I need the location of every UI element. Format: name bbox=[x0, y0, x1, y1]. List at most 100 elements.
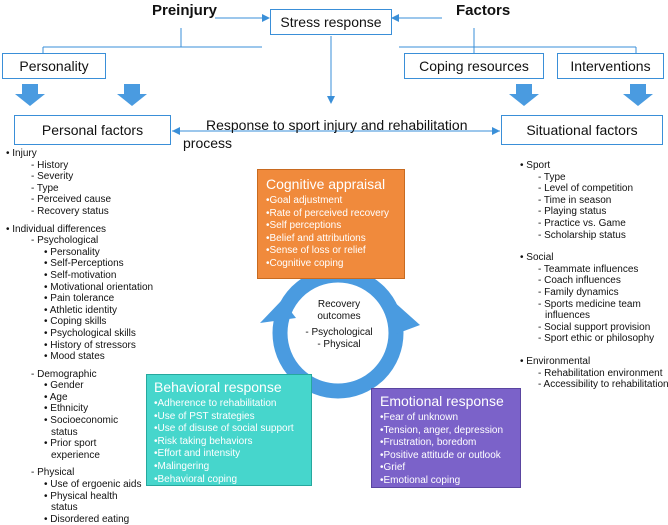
behavioral-response-title: Behavioral response bbox=[154, 379, 282, 395]
list-item: experience bbox=[51, 449, 100, 461]
list-item: - Practice vs. Game bbox=[538, 217, 626, 229]
cycle-arrow-icon bbox=[392, 300, 420, 334]
emotional-response-title: Emotional response bbox=[380, 393, 504, 409]
list-item: • Motivational orientation bbox=[44, 281, 154, 293]
list-item: Grief bbox=[380, 462, 512, 475]
list-item: Behavioral coping bbox=[154, 474, 304, 487]
list-item: - Rehabilitation environment bbox=[538, 367, 663, 379]
recovery-outcomes: Recovery outcomes - Psychological - Phys… bbox=[296, 299, 382, 351]
list-item: • Coping skills bbox=[44, 316, 107, 328]
list-item: - History bbox=[31, 159, 69, 171]
list-item bbox=[520, 241, 668, 252]
behavioral-response-box: Behavioral response Adherence to rehabil… bbox=[146, 374, 312, 486]
list-item: Use of PST strategies bbox=[154, 411, 304, 424]
list-item: • Social bbox=[520, 252, 554, 264]
list-item: Goal adjustment bbox=[266, 195, 396, 208]
list-item: • Age bbox=[44, 391, 68, 403]
list-item: • Athletic identity bbox=[44, 304, 117, 316]
list-item: • Individual differences bbox=[6, 223, 107, 235]
list-item: - Physical bbox=[31, 467, 75, 479]
list-item: - Severity bbox=[31, 171, 74, 183]
list-item: status bbox=[51, 502, 78, 514]
personality-box: Personality bbox=[2, 53, 106, 79]
list-item: • Socioeconomic bbox=[44, 415, 119, 427]
list-item: - Scholarship status bbox=[538, 229, 626, 241]
recovery-outcomes-line3: - Psychological bbox=[305, 327, 373, 338]
list-item: Risk taking behaviors bbox=[154, 436, 304, 449]
list-item: • Ethnicity bbox=[44, 403, 89, 415]
list-item: • Self-Perceptions bbox=[44, 258, 124, 270]
cognitive-appraisal-list: Goal adjustment Rate of perceived recove… bbox=[266, 195, 396, 271]
list-item: - Psychological bbox=[31, 235, 99, 247]
interventions-label: Interventions bbox=[570, 58, 651, 74]
situational-factors-label: Situational factors bbox=[526, 122, 638, 138]
personal-factors-label: Personal factors bbox=[41, 122, 144, 138]
recovery-outcomes-line1: Recovery bbox=[317, 299, 361, 310]
personal-factors-list: • Injury - History - Severity - Type - P… bbox=[6, 148, 153, 525]
list-item: - Type bbox=[31, 182, 59, 194]
list-item: - Sports medicine team bbox=[538, 298, 641, 310]
list-item: Cognitive coping bbox=[266, 258, 396, 271]
list-item: - Recovery status bbox=[31, 205, 109, 217]
stress-response-box: Stress response bbox=[270, 9, 392, 35]
list-item: Effort and intensity bbox=[154, 448, 304, 461]
list-item: • Gender bbox=[44, 380, 84, 392]
recovery-outcomes-line4: - Physical bbox=[317, 339, 361, 350]
response-text-line2: process bbox=[183, 135, 233, 151]
list-item: • Pain tolerance bbox=[44, 293, 115, 305]
list-item: Tension, anger, depression bbox=[380, 425, 512, 438]
personal-factors-box: Personal factors bbox=[14, 115, 171, 145]
list-item: • Mood states bbox=[44, 351, 105, 363]
down-arrow-icon bbox=[509, 84, 539, 106]
list-item: - Family dynamics bbox=[538, 286, 619, 298]
list-item: Sense of loss or relief bbox=[266, 245, 396, 258]
list-item: • Physical health bbox=[44, 490, 118, 502]
list-item: Self perceptions bbox=[266, 220, 396, 233]
list-item: - Level of competition bbox=[538, 183, 634, 195]
recovery-outcomes-line2: outcomes bbox=[317, 311, 361, 322]
cognitive-appraisal-title: Cognitive appraisal bbox=[266, 176, 386, 192]
factors-heading: Factors bbox=[456, 2, 511, 19]
list-item: - Coach influences bbox=[538, 275, 621, 287]
cycle-arrow-icon bbox=[260, 300, 296, 323]
down-arrow-icon bbox=[15, 84, 45, 106]
response-text-line1: Response to sport injury and rehabilitat… bbox=[206, 117, 468, 133]
list-item bbox=[520, 345, 668, 356]
preinjury-heading: Preinjury bbox=[152, 2, 218, 19]
list-item: influences bbox=[545, 310, 591, 322]
list-item: • Psychological skills bbox=[44, 327, 136, 339]
situational-factors-list: • Sport - Type - Level of competition - … bbox=[520, 160, 668, 391]
list-item: • Disordered eating bbox=[44, 513, 130, 525]
list-item: - Demographic bbox=[31, 368, 97, 380]
list-item: - Accessibility to rehabilitation bbox=[538, 379, 668, 391]
list-item: - Type bbox=[538, 171, 566, 183]
down-arrow-icon bbox=[623, 84, 653, 106]
list-item: • Self-motivation bbox=[44, 269, 117, 281]
stress-response-label: Stress response bbox=[280, 14, 382, 30]
list-item: Frustration, boredom bbox=[380, 437, 512, 450]
list-item: Emotional coping bbox=[380, 475, 512, 488]
list-item: - Perceived cause bbox=[31, 194, 112, 206]
list-item: • Prior sport bbox=[44, 438, 97, 450]
situational-factors-box: Situational factors bbox=[501, 115, 663, 145]
emotional-response-box: Emotional response Fear of unknown Tensi… bbox=[371, 388, 521, 488]
list-item: Use of disuse of social support bbox=[154, 423, 304, 436]
list-item: • Sport bbox=[520, 160, 551, 171]
list-item: • Personality bbox=[44, 246, 100, 258]
list-item: Adherence to rehabilitation bbox=[154, 398, 304, 411]
list-item: - Sport ethic or philosophy bbox=[538, 333, 655, 345]
interventions-box: Interventions bbox=[557, 53, 664, 79]
personality-label: Personality bbox=[19, 58, 89, 74]
list-item: Malingering bbox=[154, 461, 304, 474]
list-item: Positive attitude or outlook bbox=[380, 450, 512, 463]
list-item: • History of stressors bbox=[44, 339, 136, 351]
list-item: Belief and attributions bbox=[266, 233, 396, 246]
list-item: - Playing status bbox=[538, 206, 607, 218]
list-item: - Social support provision bbox=[538, 321, 651, 333]
emotional-response-list: Fear of unknown Tension, anger, depressi… bbox=[380, 412, 512, 488]
coping-resources-label: Coping resources bbox=[419, 58, 529, 74]
down-arrow-icon bbox=[117, 84, 147, 106]
list-item: - Time in season bbox=[538, 194, 612, 206]
coping-resources-box: Coping resources bbox=[404, 53, 544, 79]
list-item: Rate of perceived recovery bbox=[266, 208, 396, 221]
